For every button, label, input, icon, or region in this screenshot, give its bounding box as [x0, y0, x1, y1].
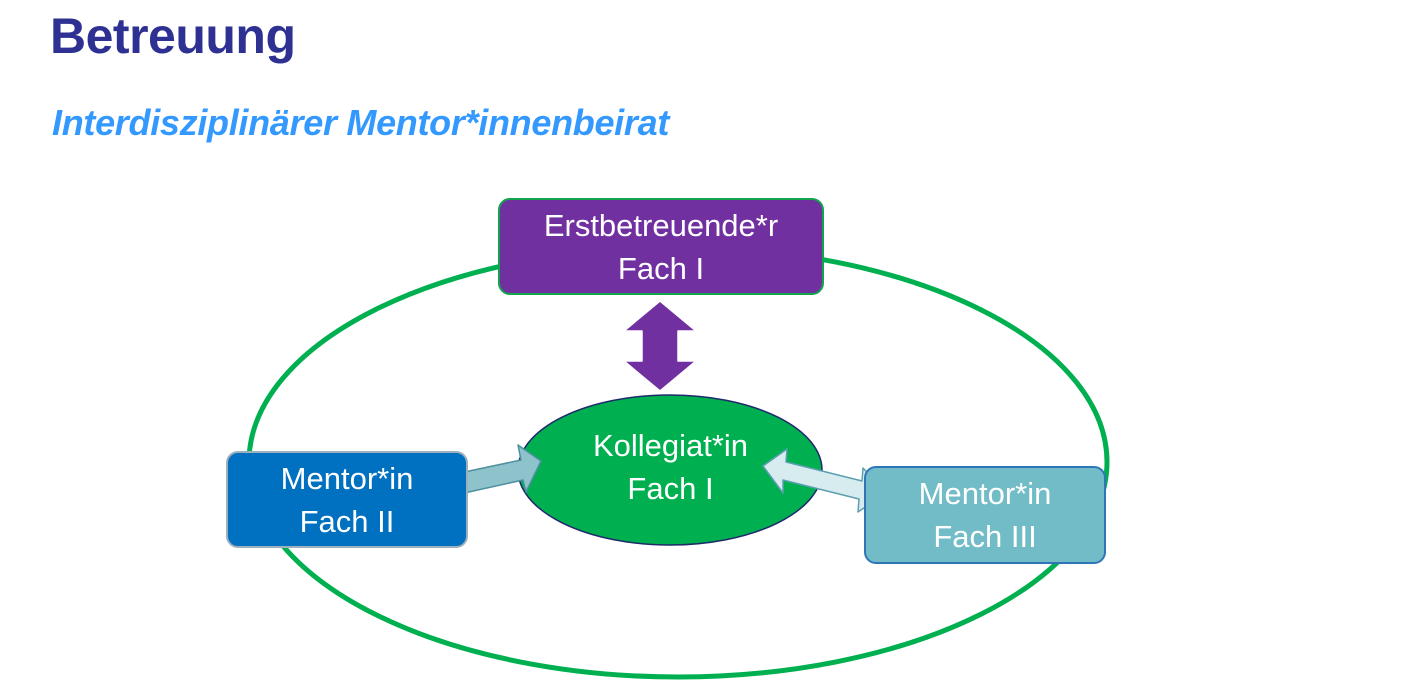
node-mentor-subject-3: Mentor*in Fach III [864, 466, 1106, 564]
node-collegiate-line1: Kollegiat*in [592, 428, 749, 463]
node-first-supervisor: Erstbetreuende*r Fach I [498, 198, 824, 295]
node-mentor-subject-3-line1: Mentor*in [918, 476, 1052, 511]
slide-title: Betreuung [50, 8, 296, 64]
node-first-supervisor-line1: Erstbetreuende*r [543, 207, 779, 243]
node-collegiate: Kollegiat*in Fach I [518, 395, 823, 545]
node-mentor-subject-3-line2: Fach III [933, 519, 1037, 554]
node-mentor-subject-2-line1: Mentor*in [280, 460, 414, 496]
node-mentor-subject-2: Mentor*in Fach II [226, 451, 468, 548]
node-mentor-subject-2-line2: Fach II [299, 503, 395, 539]
node-first-supervisor-line2: Fach I [617, 250, 705, 286]
slide-subtitle: Interdisziplinärer Mentor*innenbeirat [52, 102, 670, 143]
vertical-double-arrow [623, 300, 697, 392]
node-collegiate-line2: Fach I [627, 471, 714, 506]
